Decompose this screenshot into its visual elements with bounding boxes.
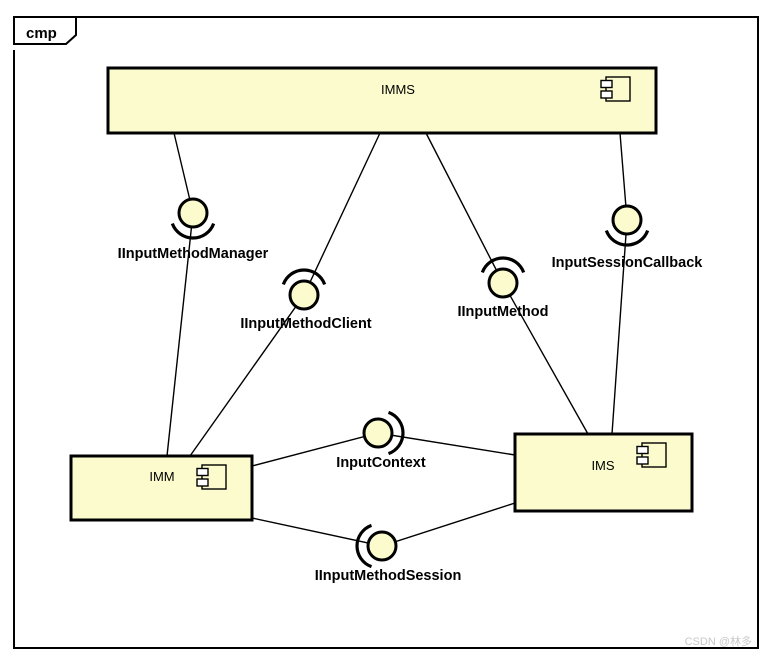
component-imm[interactable]: IMM: [69, 454, 254, 522]
interface-ball-iinputmethod[interactable]: [487, 267, 519, 299]
interface-label-iinputmethodmanager: IInputMethodManager: [118, 246, 269, 262]
component-icon-tab-top: [196, 467, 209, 477]
component-icon-tab-bottom: [600, 90, 613, 99]
interface-socket-inputcontext: [387, 410, 405, 456]
component-icon-tab-bottom: [636, 456, 649, 465]
connector-imms-to-imm-manager: [166, 132, 194, 457]
interface-inputcontext[interactable]: InputContext: [336, 410, 426, 471]
interface-label-iinputmethod: IInputMethod: [457, 304, 548, 320]
component-icon-tab-bottom: [196, 478, 209, 487]
interface-socket-iinputmethod: [480, 256, 526, 274]
component-icon-imms: [600, 76, 631, 102]
interface-ball-iinputmethodclient[interactable]: [288, 279, 320, 311]
component-ims[interactable]: IMS: [513, 432, 694, 513]
frame-label-tab: [13, 16, 77, 45]
interface-iinputmethod[interactable]: IInputMethod: [457, 256, 549, 320]
interface-socket-iinputmethodclient: [281, 268, 327, 286]
component-icon-tab-top: [636, 445, 649, 455]
interface-label-inputcontext: InputContext: [336, 455, 426, 471]
interface-socket-inputsessioncallback: [604, 229, 650, 247]
interface-inputsessioncallback[interactable]: InputSessionCallback: [552, 204, 704, 271]
interface-label-inputsessioncallback: InputSessionCallback: [552, 255, 704, 271]
frame-outline: [13, 16, 759, 649]
interface-iinputmethodclient[interactable]: IInputMethodClient: [240, 268, 372, 332]
component-box-imms[interactable]: [106, 66, 658, 135]
component-name-imms: IMMS: [381, 82, 415, 97]
component-name-ims: IMS: [591, 458, 614, 473]
connector-imms-to-ims-callback: [611, 132, 628, 435]
interface-ball-inputsessioncallback[interactable]: [611, 204, 643, 236]
interface-ball-iinputmethodsession[interactable]: [366, 530, 398, 562]
interface-label-iinputmethodsession: IInputMethodSession: [315, 568, 462, 584]
interface-socket-iinputmethodmanager: [170, 222, 216, 240]
component-icon-imm: [196, 464, 227, 490]
watermark: CSDN @林多: [685, 634, 752, 648]
interface-ball-inputcontext[interactable]: [362, 417, 394, 449]
component-imms[interactable]: IMMS: [106, 66, 658, 135]
diagram-frame: cmp: [13, 16, 759, 649]
interface-iinputmethodsession[interactable]: IInputMethodSession: [315, 523, 462, 584]
component-icon-tab-top: [600, 79, 613, 89]
interface-label-iinputmethodclient: IInputMethodClient: [240, 316, 371, 332]
component-layer: IMMS IMM IMS: [69, 66, 694, 522]
component-icon-ims: [636, 442, 667, 468]
connector-imms-to-imm-client: [189, 132, 381, 457]
interface-iinputmethodmanager[interactable]: IInputMethodManager: [118, 197, 269, 262]
interface-socket-iinputmethodsession: [355, 523, 373, 569]
interface-layer: IInputMethodManagerIInputMethodClientIIn…: [118, 197, 704, 584]
frame-label: cmp: [26, 25, 57, 42]
interface-ball-iinputmethodmanager[interactable]: [177, 197, 209, 229]
component-name-imm: IMM: [149, 469, 174, 484]
